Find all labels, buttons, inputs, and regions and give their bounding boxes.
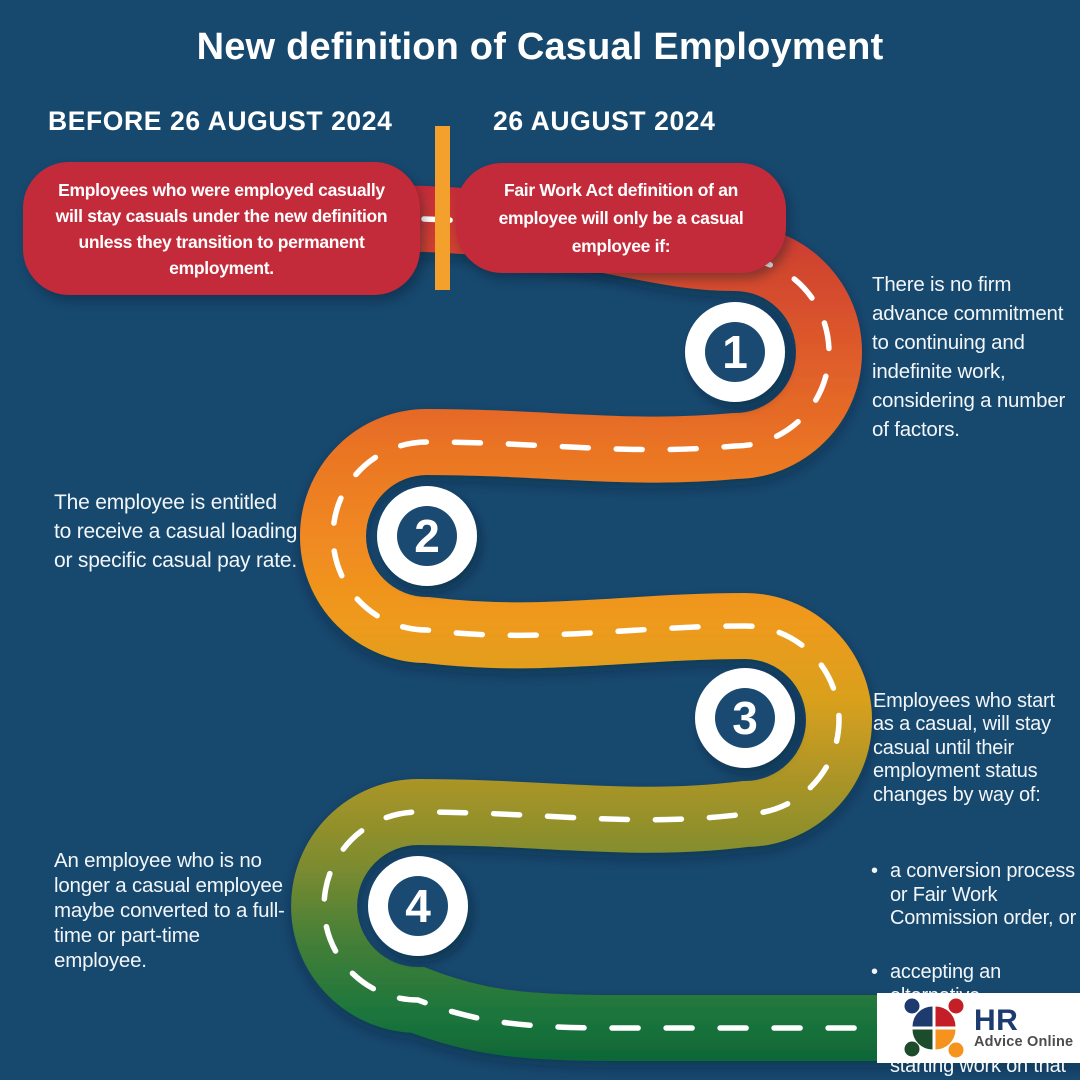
logo-subtitle-text: Advice Online <box>974 1033 1074 1050</box>
heading-before-date: BEFORE 26 AUGUST 2024 <box>48 106 393 136</box>
badge-number: 1 <box>722 326 748 378</box>
heading-after-date: 26 AUGUST 2024 <box>493 106 716 136</box>
badge-number: 2 <box>414 510 440 562</box>
step-badge-1: 1 <box>685 302 785 402</box>
hr-logo-icon <box>904 998 964 1058</box>
logo-wordmark: HR Advice Online <box>974 1003 1074 1050</box>
step-badge-2: 2 <box>377 486 477 586</box>
road-path <box>291 185 1080 1061</box>
step-badge-4: 4 <box>368 856 468 956</box>
badge-number: 3 <box>732 692 758 744</box>
badge-inner-circle <box>388 876 448 936</box>
hr-advice-online-logo: HR Advice Online <box>877 993 1080 1063</box>
badge-inner-circle <box>705 322 765 382</box>
badge-inner-circle <box>715 688 775 748</box>
step-2-text: The employee is entitled to receive a ca… <box>54 491 298 572</box>
callout-before-box: Employees who were employed casually wil… <box>23 162 420 295</box>
step-1-text: There is no firm advance commitment to c… <box>872 273 1066 441</box>
timeline-divider-bar <box>435 126 450 290</box>
badge-inner-circle <box>397 506 457 566</box>
step-3-text: Employees who start as a casual, will st… <box>873 689 1055 806</box>
step-4-text: An employee who is no longer a casual em… <box>54 849 285 972</box>
step-badge-3: 3 <box>695 668 795 768</box>
badge-number: 4 <box>405 880 431 932</box>
callout-after-box: Fair Work Act definition of an employee … <box>456 163 786 273</box>
step-3-bullet-item: a conversion process or Fair Work Commis… <box>871 860 1078 931</box>
page-title: New definition of Casual Employment <box>196 26 884 68</box>
logo-brand-text: HR <box>974 1003 1019 1037</box>
